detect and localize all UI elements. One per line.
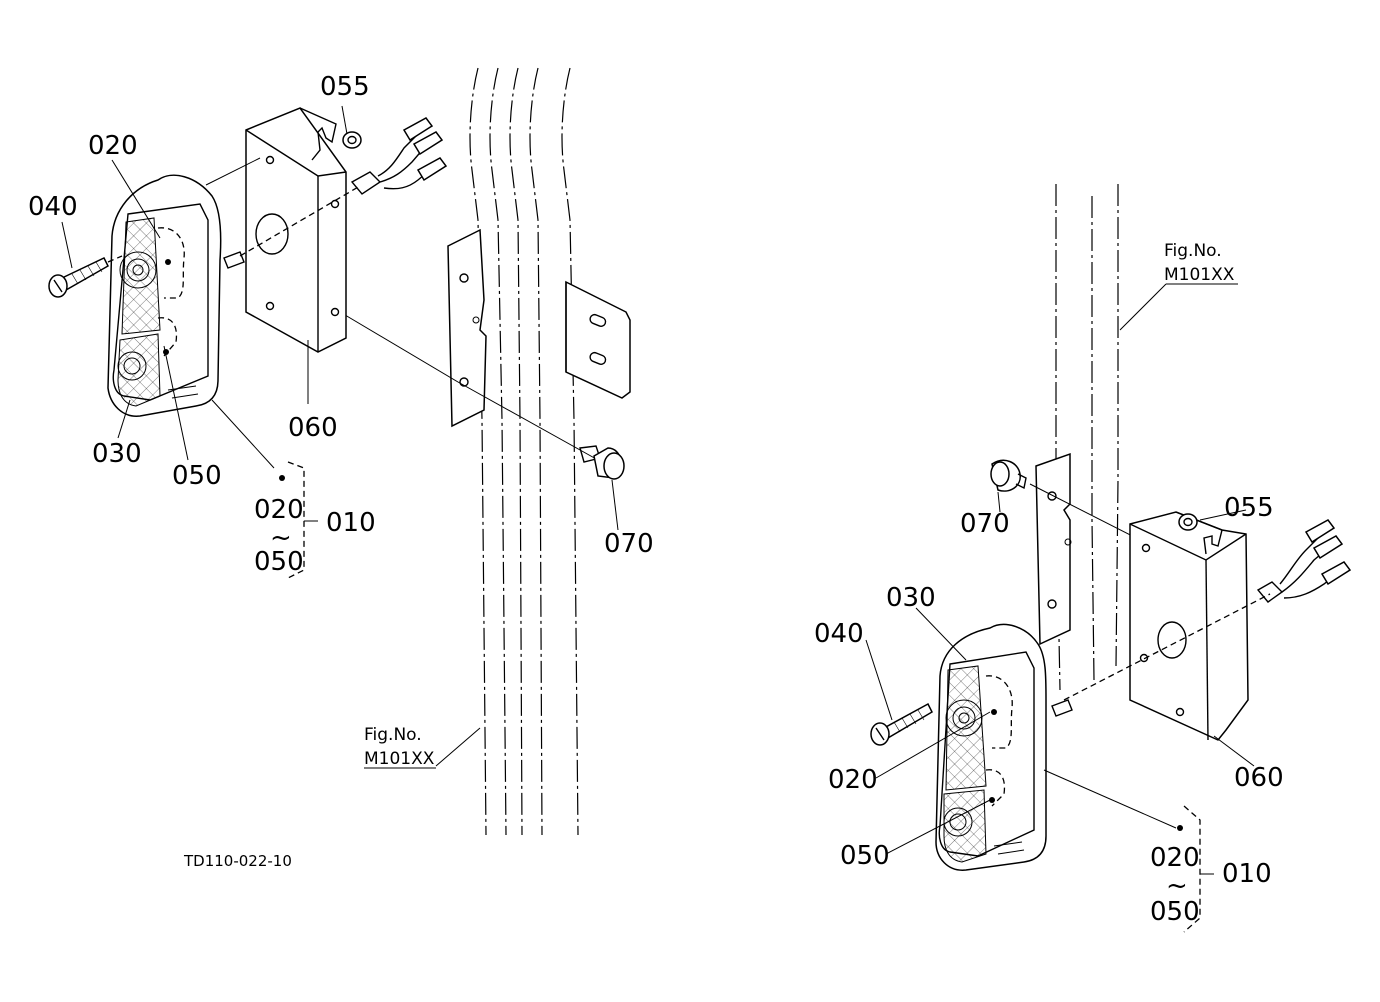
right-label-055: 055: [1224, 493, 1274, 523]
left-cab-frame: [469, 67, 579, 836]
right-label-040: 040: [814, 619, 864, 649]
right-leaders: [865, 283, 1255, 855]
left-fig-ref-line1: Fig.No.: [364, 725, 422, 745]
right-screw-040: [870, 702, 933, 746]
left-bolt-070: [339, 311, 625, 480]
left-range-to: 050: [254, 547, 304, 577]
right-range-to: 050: [1150, 897, 1200, 927]
right-range-bracket: [1177, 805, 1214, 933]
right-label-050: 050: [840, 841, 890, 871]
left-screw-040: [48, 255, 123, 298]
left-rear-lamp: [107, 174, 222, 417]
right-grommet-055: [1178, 513, 1198, 531]
left-lamp-bracket-060: [245, 107, 347, 353]
left-label-055: 055: [320, 72, 370, 102]
right-range-tilde: ~: [1166, 871, 1188, 901]
left-range-from: 020: [254, 495, 304, 525]
left-assembly-view: [48, 67, 631, 836]
left-mounting-plate: [447, 228, 487, 428]
left-label-070: 070: [604, 529, 654, 559]
left-label-020: 020: [88, 131, 138, 161]
right-label-010: 010: [1222, 859, 1272, 889]
left-leaders: [61, 105, 619, 769]
diagram-code: TD110-022-10: [183, 852, 292, 870]
left-range-tilde: ~: [270, 523, 292, 553]
right-lamp-bracket-060: [1129, 511, 1249, 741]
right-fig-ref-line1: Fig.No.: [1164, 241, 1222, 261]
right-wire-harness: [1063, 519, 1352, 701]
left-frame-bracket: [565, 280, 631, 399]
left-fig-ref-line2: M101XX: [364, 749, 435, 769]
right-assembly-view: [865, 184, 1352, 933]
right-label-070: 070: [960, 509, 1010, 539]
right-mounting-plate: [1035, 452, 1072, 646]
right-range-from: 020: [1150, 843, 1200, 873]
left-wire-harness: [239, 117, 448, 257]
right-label-030: 030: [886, 583, 936, 613]
right-bolt-070: [990, 459, 1149, 545]
left-label-010: 010: [326, 508, 376, 538]
left-label-060: 060: [288, 413, 338, 443]
left-pin: [223, 251, 245, 269]
right-label-020: 020: [828, 765, 878, 795]
right-fig-ref-line2: M101XX: [1164, 265, 1235, 285]
right-pin: [1051, 699, 1073, 717]
left-range-bracket: [279, 461, 318, 579]
right-rear-lamp: [935, 623, 1047, 871]
left-grommet-055: [342, 131, 362, 149]
left-label-050: 050: [172, 461, 222, 491]
left-label-030: 030: [92, 439, 142, 469]
right-label-060: 060: [1234, 763, 1284, 793]
left-label-040: 040: [28, 192, 78, 222]
